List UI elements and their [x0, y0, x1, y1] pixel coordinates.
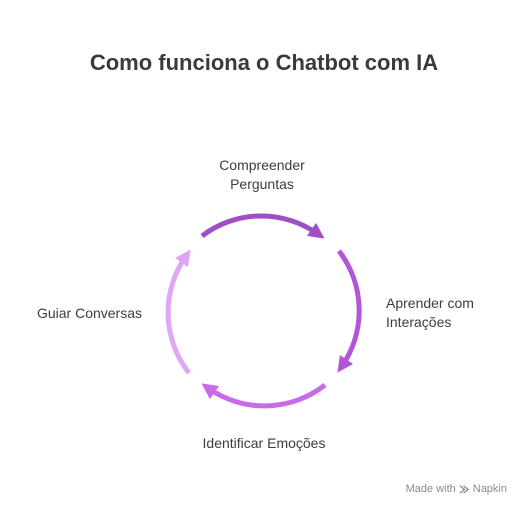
cycle-arrow-guiar [165, 249, 191, 375]
watermark-brand: Napkin [472, 483, 507, 495]
step-label-line: Compreender [219, 157, 305, 173]
step-label-line: Interações [386, 314, 452, 330]
watermark-prefix: Made with [405, 483, 456, 495]
step-label-line: Aprender com [386, 295, 474, 311]
step-label-guiar-conversas: Guiar Conversas [0, 304, 142, 323]
step-label-aprender-interacoes: Aprender com Interações [386, 294, 526, 332]
step-label-line: Perguntas [230, 176, 294, 192]
napkin-watermark[interactable]: Made with Napkin [406, 483, 507, 495]
step-label-line: Guiar Conversas [36, 305, 142, 321]
cycle-arrow-identificar [201, 383, 327, 409]
step-label-line: Identificar Emoções [202, 435, 326, 451]
cycle-arrow-compreender [200, 213, 325, 239]
napkin-logo-icon [459, 484, 469, 494]
diagram-title: Como funciona o Chatbot com IA [89, 50, 439, 75]
step-label-compreender-perguntas: Compreender Perguntas [162, 156, 362, 194]
cycle-arrow-aprender [337, 249, 362, 373]
step-label-identificar-emocoes: Identificar Emoções [150, 434, 378, 453]
